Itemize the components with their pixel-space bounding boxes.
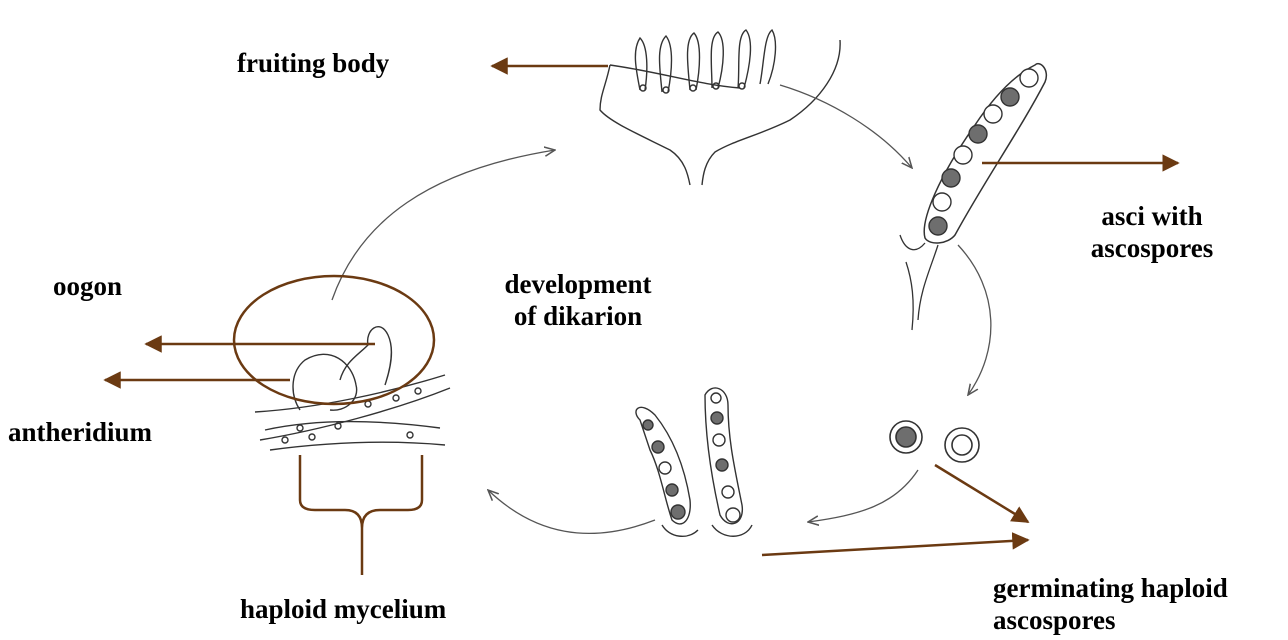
haploid-mycelium-label: haploid mycelium: [240, 593, 446, 625]
released-spores: [890, 421, 979, 462]
oogon-label: oogon: [53, 270, 122, 302]
antheridium-label: antheridium: [8, 416, 152, 448]
germinating-label-line-2: ascospores: [993, 604, 1228, 636]
germinating-label-line-1: germinating haploid: [993, 572, 1228, 604]
fruiting-body-label: fruiting body: [237, 47, 389, 79]
development-label-line-1: development: [478, 268, 678, 300]
fruiting-body-drawing: [600, 30, 840, 185]
development-of-dikarion-label: development of dikarion: [478, 268, 678, 332]
germinating-haploid-ascospores-label: germinating haploid ascospores: [993, 572, 1228, 636]
ascus-drawing: [900, 64, 1046, 330]
asci-label-line-2: ascospores: [1072, 232, 1232, 264]
haploid-mycelium-brace: [300, 455, 422, 575]
asci-label-line-1: asci with: [1072, 200, 1232, 232]
development-label-line-2: of dikarion: [478, 300, 678, 332]
asci-with-ascospores-label: asci with ascospores: [1072, 200, 1232, 264]
germinating-hyphae: [636, 388, 752, 536]
